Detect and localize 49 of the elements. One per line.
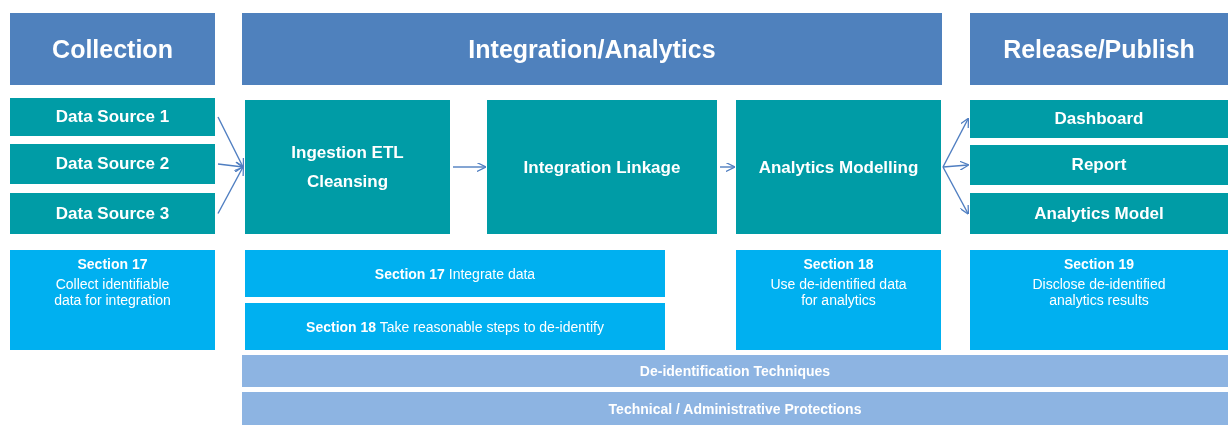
node-label: Integration Linkage bbox=[523, 156, 681, 179]
node-label: Data Source 3 bbox=[55, 203, 170, 224]
node-label: Data Source 2 bbox=[55, 154, 170, 174]
node-label: Dashboard bbox=[1054, 109, 1144, 129]
process-box bbox=[10, 193, 215, 234]
process-box bbox=[245, 100, 450, 234]
section-description: Disclose de-identified analytics results bbox=[1031, 276, 1167, 308]
node-label: De-identification Techniques bbox=[639, 363, 831, 379]
section-description: Use de-identified data for analytics bbox=[769, 276, 908, 308]
node-label: Release/Publish bbox=[1003, 34, 1195, 64]
node-label: Analytics Model bbox=[1034, 203, 1164, 224]
arrow bbox=[719, 161, 736, 173]
arrow bbox=[942, 160, 970, 171]
node-label: Technical / Administrative Protections bbox=[608, 400, 862, 417]
process-box bbox=[487, 100, 717, 234]
section-box bbox=[736, 250, 941, 350]
column-header bbox=[242, 13, 942, 85]
section-heading: Section 19 bbox=[1064, 256, 1134, 272]
node-label: Section 17 Integrate data bbox=[374, 265, 536, 282]
process-box bbox=[970, 100, 1228, 138]
node-label: Analytics Modelling bbox=[758, 156, 919, 179]
arrow bbox=[217, 160, 245, 172]
section-box bbox=[10, 250, 215, 350]
node-label: Section 18 Take reasonable steps to de-identify bbox=[306, 318, 604, 335]
node-label: Data Source 1 bbox=[55, 107, 170, 127]
column-header bbox=[970, 13, 1228, 85]
process-box bbox=[970, 145, 1228, 185]
arrow bbox=[452, 161, 487, 173]
section-heading: Section 18 bbox=[803, 256, 874, 272]
section-heading: Section 17 bbox=[77, 256, 148, 272]
process-box bbox=[970, 193, 1228, 234]
column-header bbox=[10, 13, 215, 85]
node-label: Ingestion ETL Cleansing bbox=[290, 142, 405, 193]
node-label: Report bbox=[1071, 155, 1127, 175]
section-box bbox=[245, 250, 665, 297]
band bbox=[242, 392, 1228, 425]
arrow bbox=[217, 116, 245, 169]
band bbox=[242, 355, 1228, 387]
arrow bbox=[942, 166, 970, 215]
node-label: Integration/Analytics bbox=[468, 34, 716, 64]
process-box bbox=[736, 100, 941, 234]
arrow bbox=[217, 165, 245, 215]
section-box bbox=[245, 303, 665, 350]
process-box bbox=[10, 98, 215, 136]
section-description: Collect identifiable data for integration bbox=[53, 276, 172, 308]
section-box bbox=[970, 250, 1228, 350]
node-label: Collection bbox=[52, 34, 173, 64]
process-box bbox=[10, 144, 215, 184]
arrow bbox=[942, 117, 970, 168]
